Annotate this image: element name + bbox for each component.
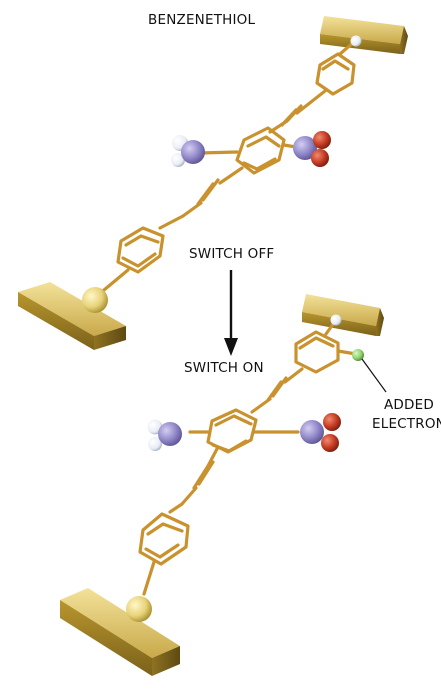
sulfur-atom-off [82,287,108,313]
added-electron-dot [352,349,364,361]
gold-electrode-top-on [302,294,384,336]
nitro-group-off [293,131,331,167]
gold-electrode-top-off [320,16,408,54]
added-electron-label-line1: ADDED [384,397,434,413]
switch-arrow [224,270,238,356]
amine-group-on [147,419,182,451]
gold-electrode-bottom-on [60,588,180,676]
gold-electrode-bottom-off [18,282,126,350]
thiol-contact-atom-top-on [330,314,342,326]
sulfur-atom-on [126,596,152,622]
title-label: BENZENETHIOL [148,12,256,28]
switch-on-label: SWITCH ON [184,360,264,376]
molecule-off [18,16,408,350]
switch-off-label: SWITCH OFF [189,246,275,262]
thiol-contact-atom-top-off [350,35,362,47]
added-electron-label: ADDED ELECTRON [372,396,441,434]
nitro-group-on [300,413,341,452]
added-electron-pointer [361,358,387,393]
amine-group-off [171,135,205,167]
bonds-on [138,318,358,596]
added-electron-label-line2: ELECTRON [372,416,441,432]
molecule-on [60,294,387,676]
